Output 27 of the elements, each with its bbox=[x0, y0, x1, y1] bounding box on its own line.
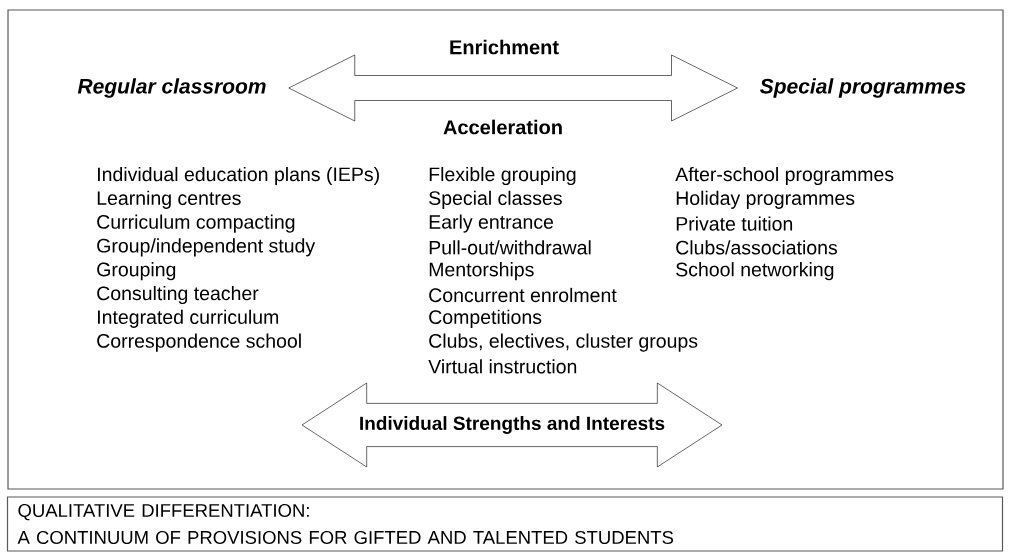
list-item: Group/independent study bbox=[97, 238, 316, 257]
list-item: Competitions bbox=[429, 309, 542, 328]
list-item: Flexible grouping bbox=[429, 166, 576, 186]
heading: Enrichment bbox=[450, 39, 559, 55]
heading: Acceleration bbox=[443, 119, 562, 135]
list-item: Concurrent enrolment bbox=[429, 287, 617, 303]
side-label: Regular classroom bbox=[77, 78, 266, 98]
list-item: Curriculum compacting bbox=[97, 214, 295, 233]
list-item: Private tuition bbox=[676, 216, 793, 231]
caption-box: QUALITATIVE DIFFERENTIATION: A CONTINUUM OF PROVISIONS FOR GIFTED AND TALENTED STUDENTS bbox=[6, 496, 1004, 552]
list-item: Individual education plans (IEPs) bbox=[98, 166, 379, 186]
list-item: Clubs, electives, cluster groups bbox=[429, 333, 698, 352]
list-item: Clubs/associations bbox=[676, 240, 838, 255]
list-item: Correspondence school bbox=[97, 333, 301, 352]
double-arrow bbox=[288, 54, 738, 122]
list-item: Integrated curriculum bbox=[98, 309, 279, 328]
list-item: Early entrance bbox=[429, 214, 554, 233]
list-item: Learning centres bbox=[97, 190, 241, 209]
list-item: Special classes bbox=[429, 190, 562, 209]
list-item: After-school programmes bbox=[675, 166, 894, 186]
list-item: Grouping bbox=[97, 262, 176, 281]
list-item: Pull-out/withdrawal bbox=[429, 240, 591, 255]
list-item: Consulting teacher bbox=[97, 285, 259, 305]
list-item: Holiday programmes bbox=[676, 190, 855, 209]
side-label: Special programmes bbox=[759, 78, 966, 98]
list-item: Mentorships bbox=[429, 262, 534, 281]
list-item: School networking bbox=[676, 262, 834, 281]
